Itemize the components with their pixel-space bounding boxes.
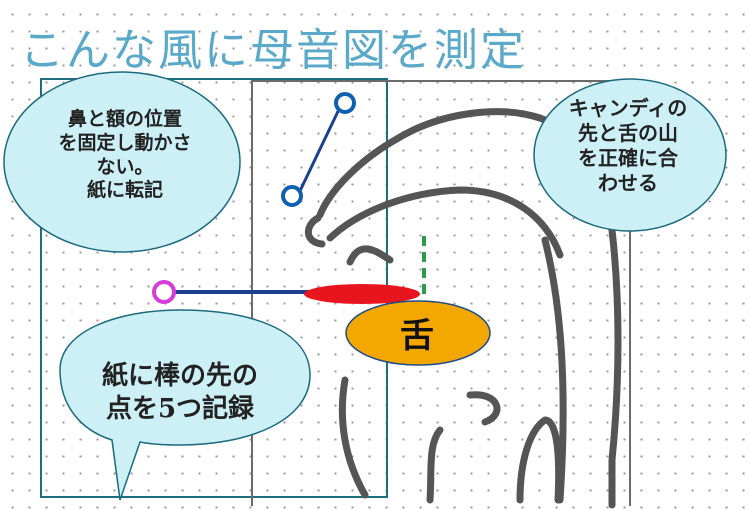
nose-marker (281, 185, 303, 207)
epiglottis-line (466, 391, 501, 426)
tongue-ellipse (345, 300, 491, 366)
bubble-fix-head-text: 鼻と額の位置 を固定し動かさ ない。 紙に転記 (58, 108, 192, 202)
stick-tip-marker (152, 280, 176, 304)
forehead-marker (334, 92, 356, 114)
larynx-line (516, 416, 563, 504)
throat-line (541, 236, 567, 504)
neck-line (426, 426, 444, 504)
bubble-candy-shape (533, 78, 727, 232)
bubble-candy-text: キャンディの 先と舌の山 を正確に合 わせる (568, 96, 688, 195)
candy (304, 284, 420, 304)
reference-stick (297, 102, 344, 194)
jaw-line (338, 376, 369, 499)
page-title: こんな風に母音図を測定 (20, 25, 526, 76)
bubble-record-shape (59, 309, 311, 501)
palate-line (326, 186, 564, 259)
tongue-back-line (346, 245, 394, 266)
bubble-record-text: 紙に棒の先の 点を5つ記録 (101, 361, 258, 424)
bubble-fix-head-shape (3, 71, 241, 253)
tongue-label: 舌 (400, 316, 434, 356)
upper-lip-line (304, 214, 326, 248)
